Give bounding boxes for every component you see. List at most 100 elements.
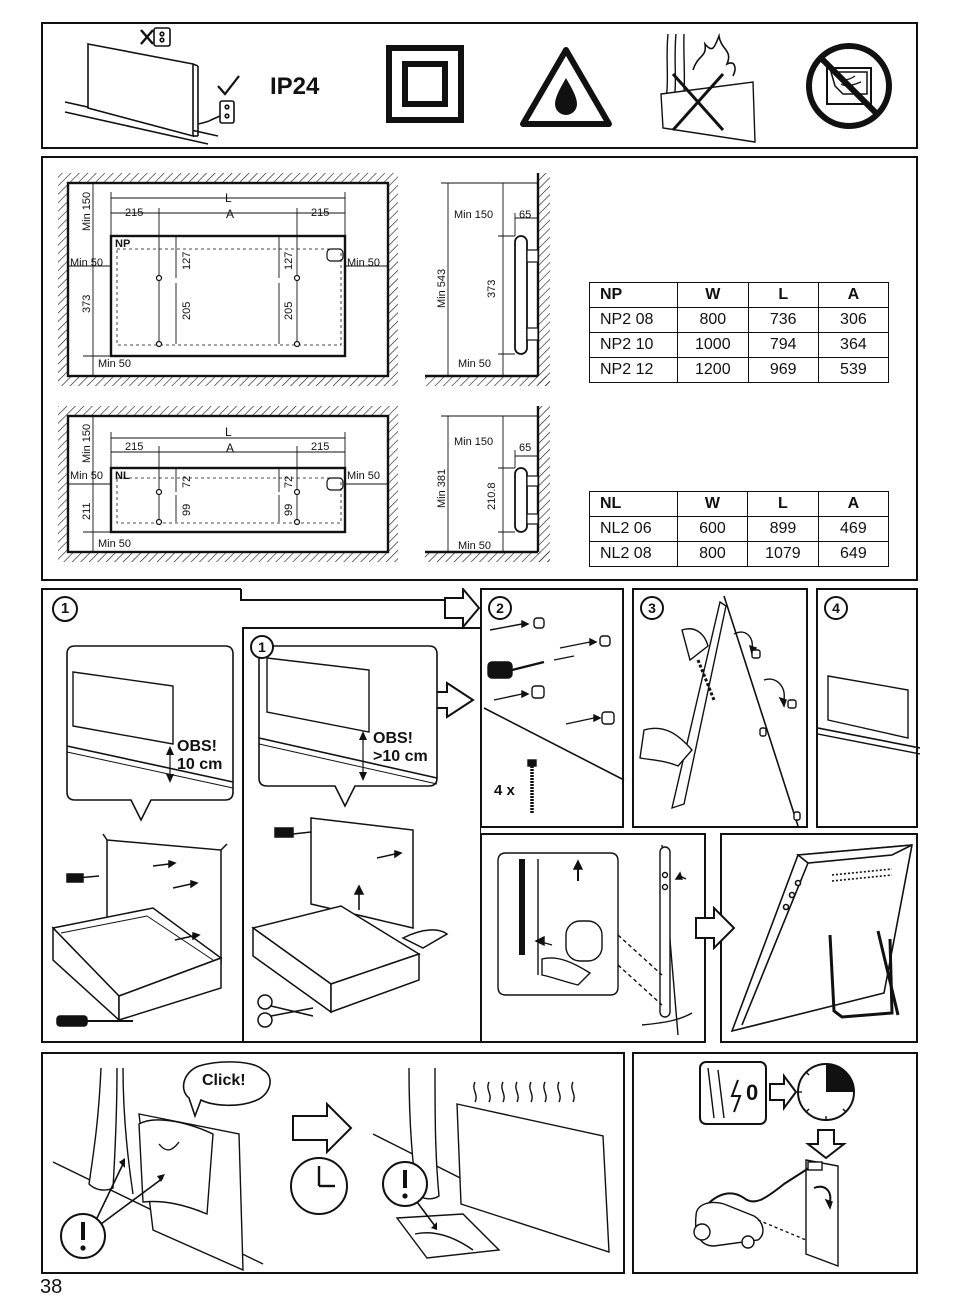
np-cell: 1000 — [676, 332, 749, 358]
obs-label-b: OBS! >10 cm — [373, 730, 428, 766]
np-dim-215-left: 215 — [125, 207, 144, 219]
np-dim-height: 373 — [81, 294, 93, 313]
power-off-icon — [699, 1061, 767, 1125]
arrow-right-icon — [292, 1101, 353, 1155]
nl-min-right: Min 50 — [347, 470, 381, 482]
table-row: NP2 12 1200 969 539 — [589, 357, 890, 383]
nl-code: NL — [115, 470, 130, 482]
np-dim-upper-right: 127 — [283, 251, 295, 270]
np-cell: NP2 08 — [589, 307, 678, 333]
click-label: Click! — [202, 1072, 246, 1089]
np-header-model: NP — [589, 282, 678, 308]
obs-label-a: OBS! 10 cm — [177, 738, 222, 774]
nl-min-top: Min 150 — [81, 423, 93, 463]
arrow-right-icon — [769, 1073, 798, 1111]
double-insulation-icon — [386, 45, 464, 123]
table-row: NL2 08 800 1079 649 — [589, 541, 890, 567]
heated-heater-illustration — [372, 1067, 610, 1259]
obs-a-line1: OBS! — [177, 738, 217, 755]
power-off-label: 0 — [746, 1080, 759, 1105]
do-not-cover-icon — [806, 43, 892, 129]
obs-callout-b — [258, 645, 438, 808]
nl-dim-l: L — [225, 425, 232, 439]
nl-cell: 800 — [676, 541, 749, 567]
nl-spec-table: NL W L A NL2 06 600 899 469 NL2 08 800 1… — [589, 491, 890, 567]
np-table-header: NP W L A — [589, 282, 890, 308]
np-header-a: A — [817, 282, 890, 308]
np-min-bottom: Min 50 — [98, 358, 132, 370]
packaging-box-illustration — [51, 833, 228, 1027]
clock-icon — [290, 1157, 348, 1215]
nl-dim-upper-left: 72 — [181, 475, 193, 488]
table-row: NL2 06 600 899 469 — [589, 516, 890, 542]
np-cell: 969 — [747, 357, 819, 383]
towel-on-heater-illustration — [52, 1067, 264, 1272]
nl-cell: 469 — [817, 516, 890, 542]
water-warning-icon — [520, 47, 612, 127]
step-2-panel: 2 4 x — [480, 588, 625, 828]
vacuum-cleaning-illustration — [693, 1159, 839, 1268]
np-dim-a: A — [226, 207, 235, 221]
nl-min-left: Min 50 — [70, 470, 104, 482]
np-front-diagram — [58, 173, 398, 386]
table-row: NP2 10 1000 794 364 — [589, 332, 890, 358]
step-1-panel: 1 1 OBS! 10 cm OBS! >10 cm — [41, 588, 481, 1043]
np-min-left: Min 50 — [70, 257, 104, 269]
np-dim-l: L — [225, 191, 232, 205]
dimensions-panel: Min 150 L A 215 215 NP Min 50 Min 50 127… — [41, 156, 918, 581]
np-side-depth: 65 — [519, 209, 532, 221]
np-side-min-top: Min 150 — [454, 209, 494, 221]
nl-dim-215-left: 215 — [125, 441, 144, 453]
np-cell: 800 — [676, 307, 749, 333]
nl-cell: NL2 08 — [589, 541, 678, 567]
obs-b-line1: OBS! — [373, 730, 413, 747]
nl-dim-a: A — [226, 441, 235, 455]
nl-header-w: W — [676, 491, 749, 517]
symbol-strip: IP24 — [41, 22, 918, 149]
nl-header-l: L — [747, 491, 819, 517]
mounted-heater-illustration — [818, 675, 920, 755]
nl-side-diagram — [425, 406, 550, 562]
nl-side-depth: 65 — [519, 442, 532, 454]
nl-cell: NL2 06 — [589, 516, 678, 542]
arrow-right-icon — [695, 906, 736, 950]
np-cell: 306 — [817, 307, 890, 333]
nl-cell: 899 — [747, 516, 819, 542]
click-bubble — [182, 1061, 271, 1119]
np-side-min-bottom: Min 50 — [458, 358, 492, 370]
nl-header-model: NL — [589, 491, 678, 517]
np-header-w: W — [676, 282, 749, 308]
nl-min-bottom: Min 50 — [98, 538, 132, 550]
screw-count: 4 x — [494, 782, 515, 799]
np-code: NP — [115, 238, 131, 250]
np-dim-upper-left: 127 — [181, 251, 193, 270]
np-cell: NP2 12 — [589, 357, 678, 383]
nl-dim-lower-left: 99 — [181, 503, 193, 516]
np-header-l: L — [747, 282, 819, 308]
table-row: NP2 08 800 736 306 — [589, 307, 890, 333]
np-dim-215-right: 215 — [311, 207, 330, 219]
obs-callout-a — [66, 645, 234, 822]
np-cell: 364 — [817, 332, 890, 358]
np-spec-table: NP W L A NP2 08 800 736 306 NP2 10 1000 … — [589, 282, 890, 383]
step-1b-badge: 1 — [250, 635, 274, 659]
packaging-box-illustration-b — [251, 817, 449, 1028]
cleaning-panel: 0 — [632, 1052, 918, 1274]
np-dim-lower-right: 205 — [283, 301, 295, 320]
nl-side-min-top: Min 150 — [454, 436, 494, 448]
np-cell: 736 — [747, 307, 819, 333]
nl-cell: 1079 — [747, 541, 819, 567]
warning-icon — [60, 1158, 165, 1259]
np-cell: NP2 10 — [589, 332, 678, 358]
step-3-badge: 3 — [640, 596, 664, 620]
step-2-badge: 2 — [488, 596, 512, 620]
nl-header-a: A — [817, 491, 890, 517]
step-3-panel: 3 — [632, 588, 808, 828]
timer-icon — [797, 1063, 855, 1121]
np-side-min-total: Min 543 — [436, 268, 448, 308]
page-number: 38 — [40, 1276, 63, 1298]
nl-dim-upper-right: 72 — [283, 475, 295, 488]
stand-clip-illustration — [497, 844, 693, 1036]
obs-b-line2: >10 cm — [373, 748, 428, 765]
nl-dim-215-right: 215 — [311, 441, 330, 453]
